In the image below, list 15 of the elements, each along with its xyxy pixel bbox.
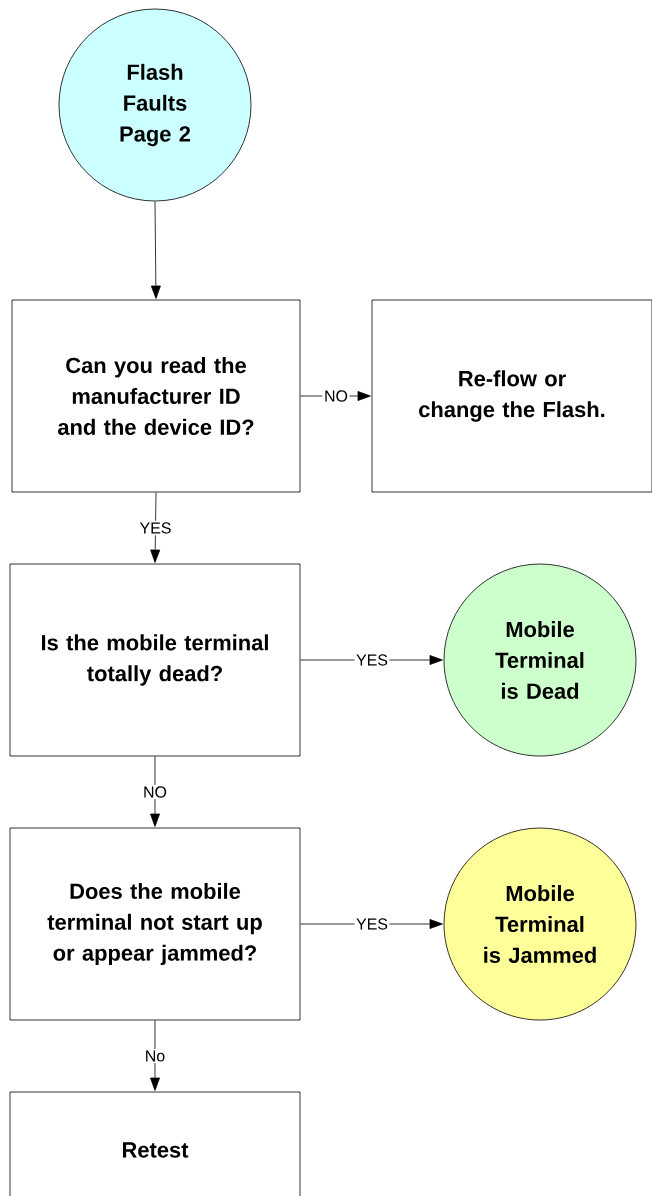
arrow xyxy=(150,1020,160,1091)
process-box: Does the mobile terminal not start up or appear jammed? xyxy=(9,827,301,1021)
arrow xyxy=(150,756,160,827)
process-box: Retest xyxy=(9,1091,301,1196)
edge-label: NO xyxy=(141,784,169,800)
arrow xyxy=(150,201,161,299)
process-box: Re-flow or change the Flash. xyxy=(371,299,652,493)
arrow xyxy=(150,492,161,563)
edge-label: NO xyxy=(322,388,350,404)
edge-label: YES xyxy=(354,916,390,932)
process-box: Can you read the manufacturer ID and the device ID? xyxy=(11,299,301,493)
process-box: Is the mobile terminal totally dead? xyxy=(9,563,301,757)
edge-label: YES xyxy=(354,652,390,668)
edge-label: No xyxy=(143,1048,167,1064)
edge-label: YES xyxy=(138,520,173,536)
